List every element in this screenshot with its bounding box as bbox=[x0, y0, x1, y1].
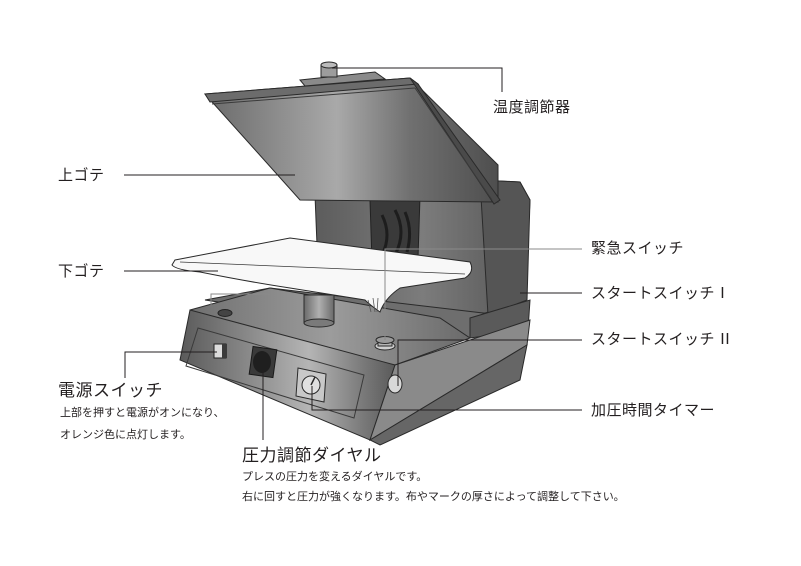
label-power-switch-desc-2: オレンジ色に点灯します。 bbox=[60, 428, 191, 441]
pressure-timer bbox=[295, 367, 327, 403]
lower-plate bbox=[171, 237, 473, 313]
temperature-control-knob bbox=[299, 61, 387, 87]
label-lower-plate: 下ゴテ bbox=[58, 262, 105, 280]
label-power-switch-title: 電源スイッチ bbox=[58, 381, 163, 401]
label-pressure-dial-desc-1: プレスの圧力を変えるダイヤルです。 bbox=[242, 470, 428, 483]
label-temperature-control: 温度調節器 bbox=[493, 98, 571, 116]
label-start-switch-1: スタートスイッチ I bbox=[591, 284, 726, 302]
label-emergency-switch: 緊急スイッチ bbox=[591, 239, 685, 257]
leader-lines bbox=[124, 67, 582, 440]
label-pressure-dial-desc-2: 右に回すと圧力が強くなります。布やマークの厚さによって調整して下さい。 bbox=[242, 490, 625, 503]
start-switch-2 bbox=[387, 374, 403, 394]
label-upper-plate: 上ゴテ bbox=[58, 166, 105, 184]
power-switch bbox=[213, 343, 227, 359]
label-power-switch-desc-1: 上部を押すと電源がオンになり、 bbox=[60, 406, 225, 419]
base-unit bbox=[179, 287, 531, 446]
label-pressure-timer: 加圧時間タイマー bbox=[591, 401, 716, 419]
label-pressure-dial-title: 圧力調節ダイヤル bbox=[242, 446, 382, 466]
center-column bbox=[303, 294, 335, 328]
pressure-dial bbox=[248, 345, 278, 379]
label-start-switch-2: スタートスイッチ II bbox=[591, 330, 731, 348]
upper-plate bbox=[203, 77, 501, 205]
